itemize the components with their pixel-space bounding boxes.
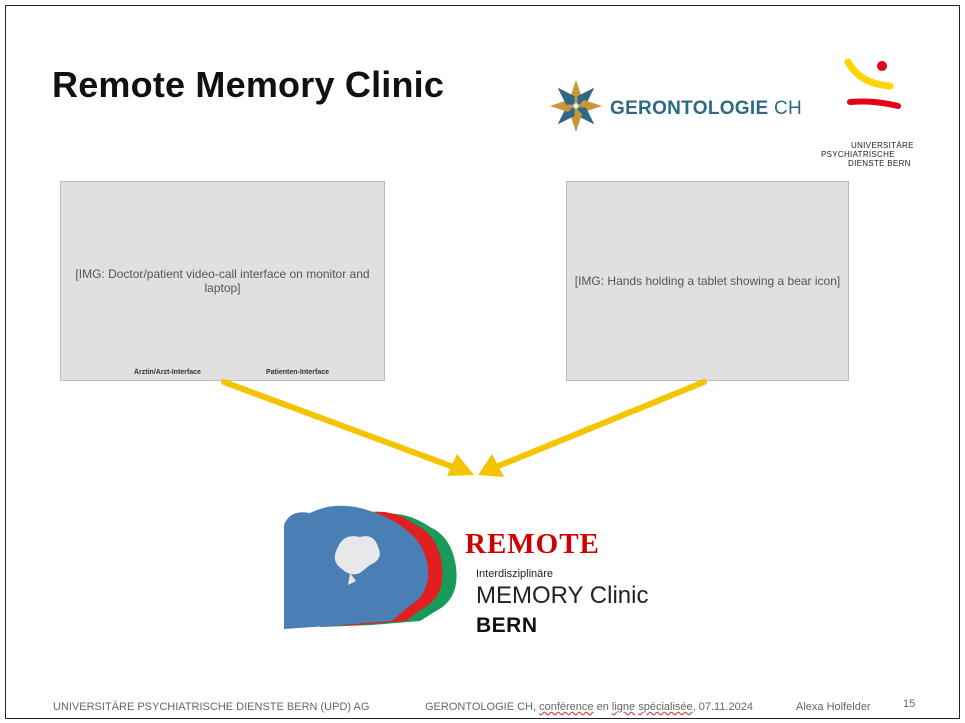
footer-event-prefix: GERONTOLOGIE CH,	[425, 701, 540, 713]
remote-heading: REMOTE	[465, 528, 600, 560]
upd-line-2: PSYCHIATRISCHE	[821, 150, 895, 159]
arrow-left	[221, 379, 459, 471]
footer-event-word-1: conférence	[539, 701, 594, 713]
interface-illustration: [IMG: Doctor/patient video-call interfac…	[60, 181, 385, 381]
interdisziplinaere-label: Interdisziplinäre	[476, 568, 554, 580]
upd-logo	[826, 56, 936, 156]
gerontologie-suffix: CH	[768, 98, 803, 119]
upd-figure-icon	[844, 58, 901, 109]
footer-event-word-3: spécialisée	[638, 701, 693, 713]
footer-organization: UNIVERSITÄRE PSYCHIATRISCHE DIENSTE BERN…	[53, 701, 370, 713]
left-caption-doctor: Ärztin/Arzt-Interface	[134, 369, 201, 376]
memory-clinic-bear-logo	[284, 505, 457, 629]
gerontologie-star-icon	[550, 80, 602, 132]
arrow-left-head	[447, 454, 474, 476]
gerontologie-logo	[546, 76, 791, 136]
upd-line-3: DIENSTE BERN	[848, 159, 911, 168]
memory-clinic-name: MEMORY Clinic	[476, 582, 649, 609]
footer-event: GERONTOLOGIE CH, conférence en ligne spé…	[425, 701, 753, 713]
slide: Remote Memory Clinic GERONTOLOGIE CH UNI…	[5, 5, 960, 719]
gerontologie-name: GERONTOLOGIE	[610, 98, 769, 119]
tablet-illustration: [IMG: Hands holding a tablet showing a b…	[566, 181, 849, 381]
footer-event-suffix: , 07.11.2024	[692, 701, 753, 713]
footer-author: Alexa Holfelder	[796, 701, 871, 713]
upd-line-1: UNIVERSITÄRE	[851, 141, 914, 150]
footer-event-word-2: ligne	[611, 701, 636, 713]
slide-title: Remote Memory Clinic	[52, 64, 445, 105]
left-caption-patient: Patienten-Interface	[266, 369, 330, 376]
gerontologie-wordmark: GERONTOLOGIE CH	[610, 98, 802, 120]
arrow-right-head	[478, 454, 504, 477]
page-number: 15	[903, 698, 916, 710]
memory-clinic-city: BERN	[476, 614, 538, 637]
arrow-right	[493, 379, 707, 470]
footer-event-space-1: en	[593, 701, 612, 713]
